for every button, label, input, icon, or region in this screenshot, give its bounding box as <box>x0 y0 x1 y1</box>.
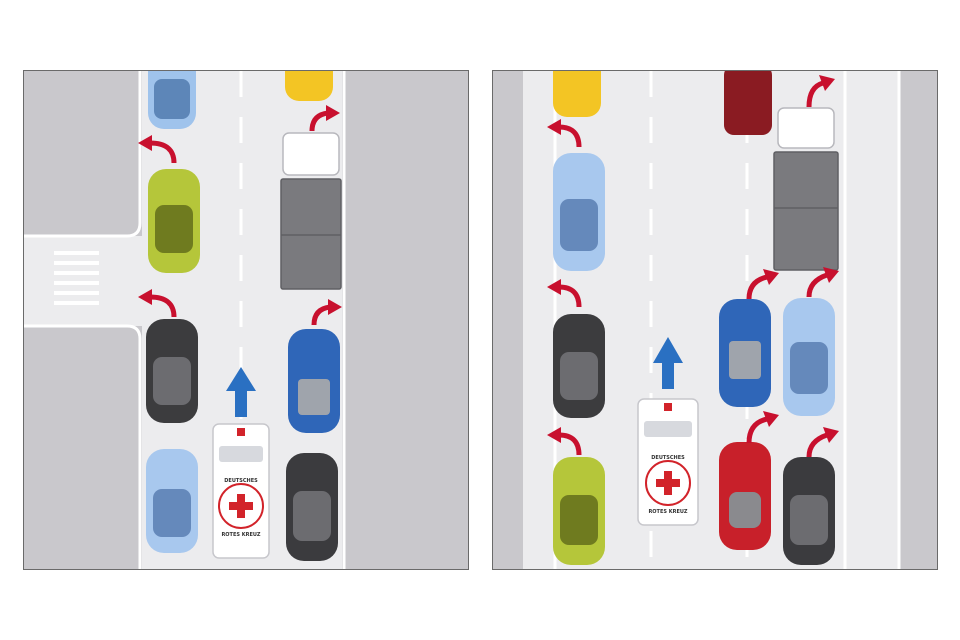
blue-forward-arrow-icon <box>226 367 256 417</box>
car-lime-green <box>148 169 200 273</box>
car-yellow-top-right <box>285 71 333 101</box>
scene-two-lane-road: DEUTSCHES ROTES KREUZ <box>23 70 469 570</box>
red-turn-arrowheads <box>138 105 342 315</box>
blue-forward-arrow-icon <box>653 337 683 389</box>
truck-grey <box>280 132 342 290</box>
truck-grey <box>773 107 839 271</box>
crosswalk <box>54 251 99 305</box>
car-black-left <box>553 314 605 418</box>
red-turn-arrow-icon <box>558 80 828 458</box>
ambulance-label-line2: ROTES KREUZ <box>648 509 687 515</box>
curb-line-top <box>24 71 142 238</box>
scene-multi-lane-road: DEUTSCHES ROTES KREUZ <box>492 70 938 570</box>
car-dark-red-top <box>724 71 772 135</box>
car-yellow-top-left <box>553 71 601 117</box>
ambulance-label-line1: DEUTSCHES <box>651 455 685 461</box>
car-lime-green-left <box>553 457 605 565</box>
ambulance: DEUTSCHES ROTES KREUZ <box>212 423 270 559</box>
car-light-blue-left <box>553 153 605 271</box>
car-black-right <box>783 457 835 565</box>
car-blue-middle <box>719 299 771 407</box>
ambulance-label-line1: DEUTSCHES <box>224 478 258 484</box>
car-blue-right <box>288 329 340 433</box>
car-black-left <box>146 319 198 423</box>
red-turn-arrowheads <box>547 75 839 443</box>
scene-right-svg: DEUTSCHES ROTES KREUZ <box>493 71 937 569</box>
car-light-blue-bottom-left <box>146 449 198 553</box>
car-black-right <box>286 453 338 561</box>
red-turn-arrow-icon <box>149 110 331 326</box>
ambulance: DEUTSCHES ROTES KREUZ <box>637 398 699 526</box>
ambulance-label-line2: ROTES KREUZ <box>221 532 260 538</box>
scene-left-svg: DEUTSCHES ROTES KREUZ <box>24 71 468 569</box>
curb-line-bottom <box>24 324 142 569</box>
car-light-blue-right <box>783 298 835 416</box>
car-red-middle <box>719 442 771 550</box>
car-light-blue-top-left <box>148 71 196 129</box>
